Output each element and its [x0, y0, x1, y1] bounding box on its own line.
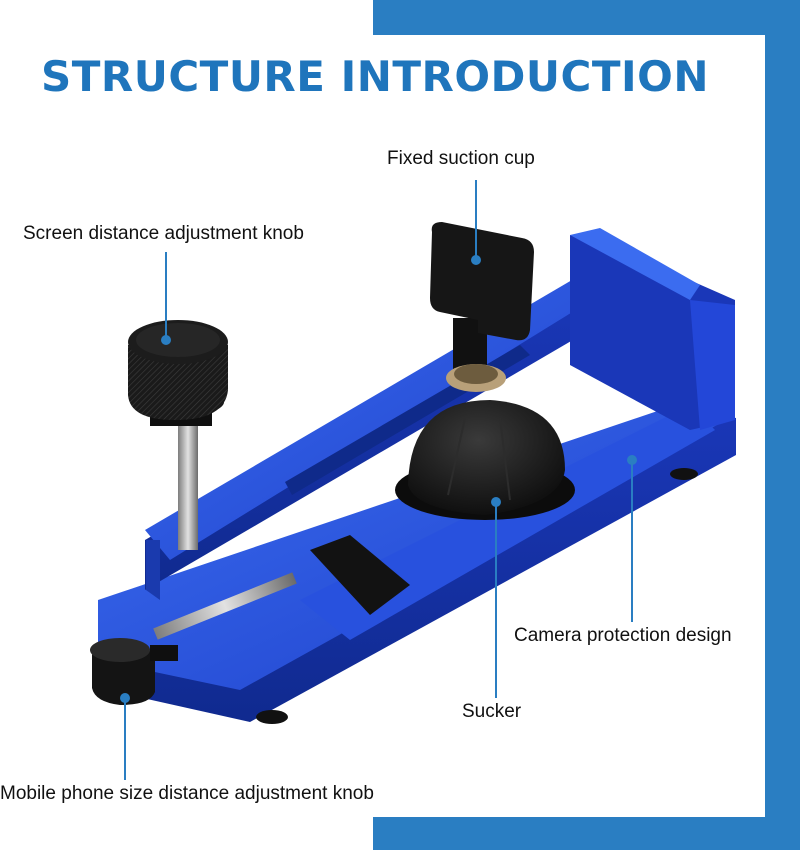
right-clamp: [570, 228, 735, 430]
label-camera-protection: Camera protection design: [514, 625, 732, 646]
camera-protection-marker: [627, 455, 637, 465]
phone-size-knob: [90, 638, 178, 705]
label-sucker: Sucker: [462, 701, 522, 722]
fixed-suction-cup-marker: [471, 255, 481, 265]
fixed-suction-cup-handle: [430, 222, 534, 392]
phone-size-knob-marker: [120, 693, 130, 703]
callouts: [120, 180, 637, 780]
screen-knob-marker: [161, 335, 171, 345]
sucker-cup: [395, 400, 575, 520]
label-fixed-suction-cup: Fixed suction cup: [387, 148, 535, 169]
sucker-marker: [491, 497, 501, 507]
page-title: STRUCTURE INTRODUCTION: [41, 52, 709, 101]
threaded-rod: [153, 572, 297, 640]
screen-knob: [128, 320, 228, 550]
label-phone-size-knob: Mobile phone size distance adjustment kn…: [0, 783, 374, 804]
label-screen-knob: Screen distance adjustment knob: [23, 223, 304, 244]
